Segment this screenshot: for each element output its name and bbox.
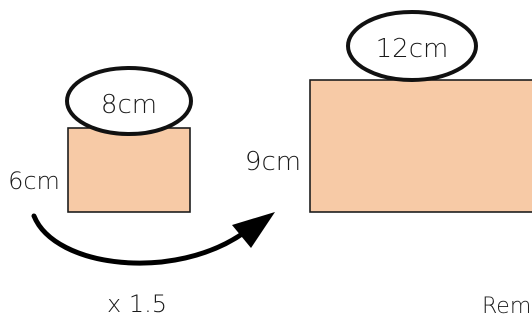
small-width-label: 8cm bbox=[101, 90, 157, 120]
large-rectangle bbox=[309, 79, 532, 213]
curved-arrow-icon bbox=[31, 212, 275, 266]
small-rectangle bbox=[67, 127, 191, 213]
small-height-label: 6cm bbox=[8, 167, 60, 195]
large-width-label: 12cm bbox=[376, 34, 449, 64]
footer-text: Reme bbox=[482, 294, 532, 319]
scale-factor-label: x 1.5 bbox=[107, 290, 167, 318]
small-width-oval bbox=[65, 66, 193, 136]
large-width-oval bbox=[346, 10, 478, 82]
large-height-label: 9cm bbox=[245, 147, 301, 177]
